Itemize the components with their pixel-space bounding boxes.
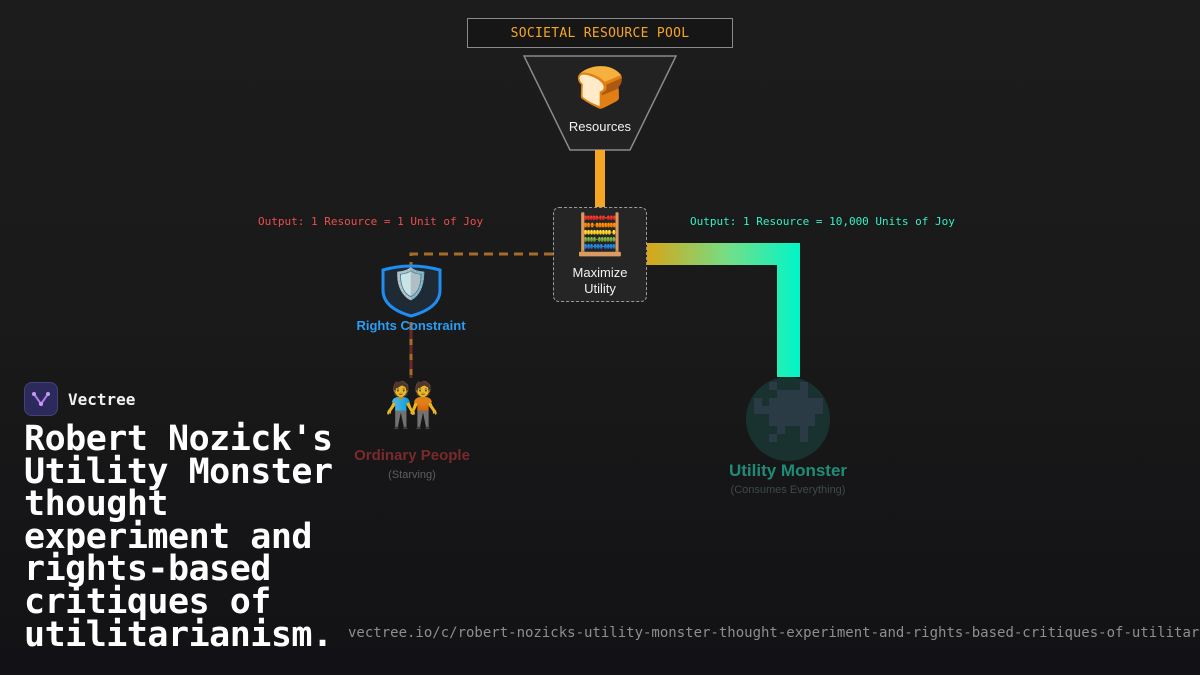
maximize-utility-node xyxy=(553,207,647,302)
ordinary-people-sublabel: (Starving) xyxy=(388,469,436,481)
resources-label: Resources xyxy=(568,119,632,134)
shield-icon: 🛡️ xyxy=(392,268,430,301)
monster-beam xyxy=(646,243,800,377)
rights-shield-outline xyxy=(381,264,442,318)
pool-title: SOCIETAL RESOURCE POOL xyxy=(467,18,733,48)
rights-constraint-label: Rights Constraint xyxy=(356,318,466,333)
page-url: vectree.io/c/robert-nozicks-utility-mons… xyxy=(348,625,1200,641)
utility-monster-label: Utility Monster xyxy=(728,461,848,480)
bread-icon: 🍞 xyxy=(575,66,625,110)
people-icon: 🧑‍🤝‍🧑 xyxy=(384,381,440,430)
output-right-label: Output: 1 Resource = 10,000 Units of Joy xyxy=(690,215,955,228)
page-title: Robert Nozick's Utility Monster thought … xyxy=(24,419,333,655)
maximize-utility-line2: Utility xyxy=(584,281,616,296)
feed-line xyxy=(595,150,605,208)
output-left-label: Output: 1 Resource = 1 Unit of Joy xyxy=(258,215,484,228)
vectree-logo-icon xyxy=(24,382,58,416)
brand: Vectree xyxy=(24,382,135,416)
people-dashed-path xyxy=(409,252,553,378)
brand-name: Vectree xyxy=(68,389,136,409)
ordinary-people-label: Ordinary People xyxy=(354,447,470,464)
utility-monster-sublabel: (Consumes Everything) xyxy=(730,484,846,496)
resource-funnel xyxy=(522,55,678,151)
monster-icon xyxy=(746,377,830,461)
maximize-utility-line1: Maximize xyxy=(572,265,628,280)
abacus-icon: 🧮 xyxy=(575,213,625,257)
maximize-utility-label: Maximize Utility xyxy=(553,265,647,297)
